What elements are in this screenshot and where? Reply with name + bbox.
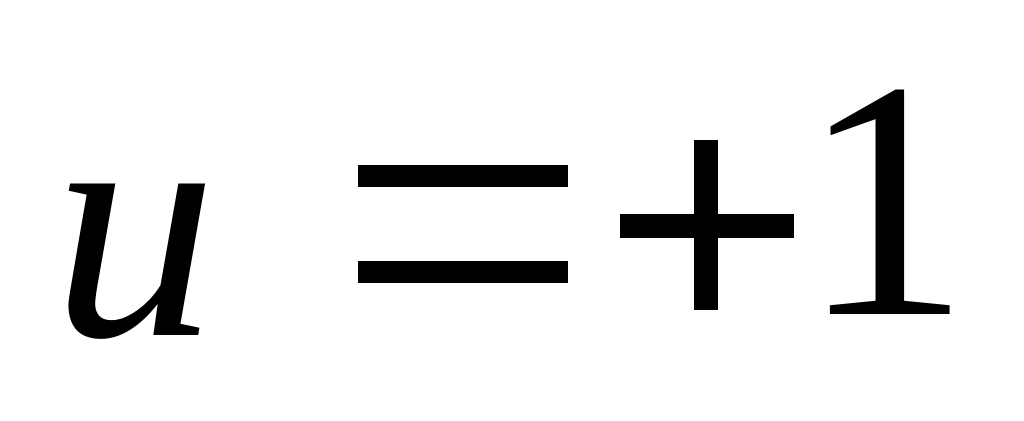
- variable-u: u: [52, 42, 217, 407]
- value-one: 1: [800, 11, 970, 388]
- equals-sign: [358, 165, 568, 285]
- plus-sign: [620, 140, 794, 310]
